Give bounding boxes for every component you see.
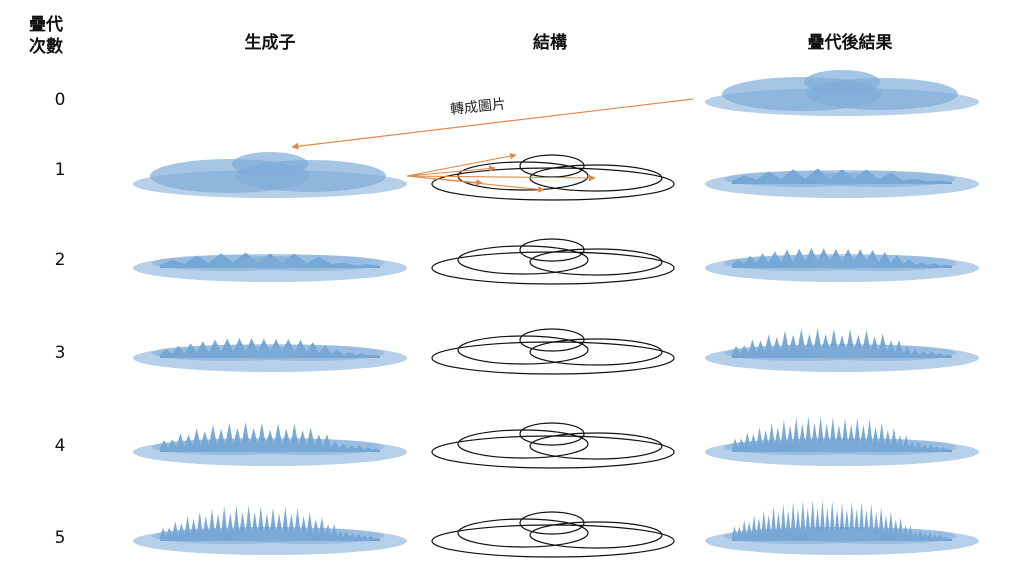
structure-arrow-2 [406,165,496,177]
structure-3-right [529,338,663,366]
structure-arrow-5 [406,174,596,182]
header-generator: 生成子 [244,33,296,53]
structure-column [431,154,675,558]
generator-4-right-base [236,439,384,455]
generator-3-right-base [236,345,384,361]
convert-arrow [291,98,694,150]
structure-2-top [519,238,585,262]
structure-3-top [519,328,585,352]
structure-5-top [519,511,585,535]
structure-2-right [529,248,663,276]
result-5-right-base [808,528,956,544]
result-4-right-base [808,439,956,455]
generator-2-right-base [236,255,384,271]
header-iteration-count: 疊代次數 [29,15,63,57]
generator-1-top-lobe [232,152,308,176]
structure-4-top [519,422,585,446]
row-label-2: 2 [54,250,66,270]
row-label-4: 4 [54,436,66,456]
structure-5-right [529,521,663,549]
result-0-top-lobe [804,70,880,94]
generator-5-right-base [236,528,384,544]
structure-1-right [529,164,663,192]
result-3-right-base [808,345,956,361]
row-label-0: 0 [54,90,66,110]
structure-arrow-4 [406,175,545,193]
header-structure: 結構 [533,33,567,53]
row-label-1: 1 [54,160,66,180]
convert-label: 轉成圖片 [449,96,506,118]
generator-column [133,152,407,555]
row-label-5: 5 [54,528,66,548]
row-label-3: 3 [54,343,66,363]
structure-arrows [406,152,596,193]
result-2-right-base [808,255,956,271]
result-1-right-base [808,171,956,187]
header-iteration-result: 疊代後結果 [807,33,893,53]
result-column [705,70,979,555]
structure-4-right [529,432,663,460]
structure-arrow-1 [406,152,517,177]
